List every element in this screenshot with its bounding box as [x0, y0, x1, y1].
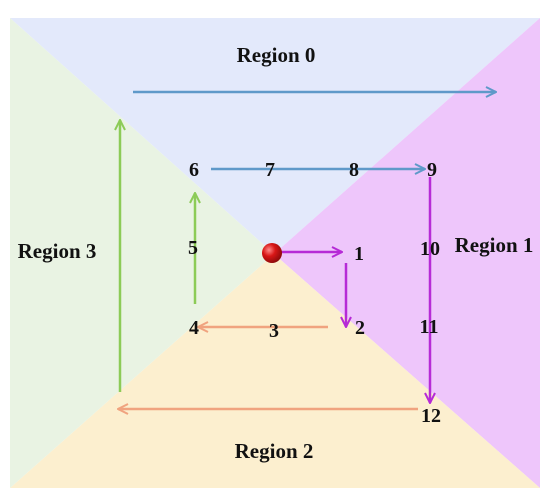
point-label-3: 3: [269, 320, 279, 342]
point-label-2: 2: [355, 317, 365, 339]
point-label-8: 8: [349, 159, 359, 181]
point-label-12: 12: [421, 405, 441, 427]
region-1-label: Region 1: [455, 233, 534, 257]
point-label-9: 9: [427, 159, 437, 181]
point-label-1: 1: [354, 243, 364, 265]
region-1-area: [274, 18, 540, 488]
region-3-area: [10, 18, 274, 488]
region-2-label: Region 2: [235, 439, 314, 463]
point-label-10: 10: [420, 238, 440, 260]
region-2-area: [10, 254, 540, 488]
region-0-label: Region 0: [237, 43, 316, 67]
region-0-area: [10, 18, 540, 254]
point-label-5: 5: [188, 237, 198, 259]
start-dot: [262, 243, 282, 263]
point-label-6: 6: [189, 159, 199, 181]
point-label-4: 4: [189, 317, 199, 339]
region-3-label: Region 3: [18, 239, 97, 263]
point-label-11: 11: [420, 316, 439, 338]
point-label-7: 7: [265, 159, 275, 181]
